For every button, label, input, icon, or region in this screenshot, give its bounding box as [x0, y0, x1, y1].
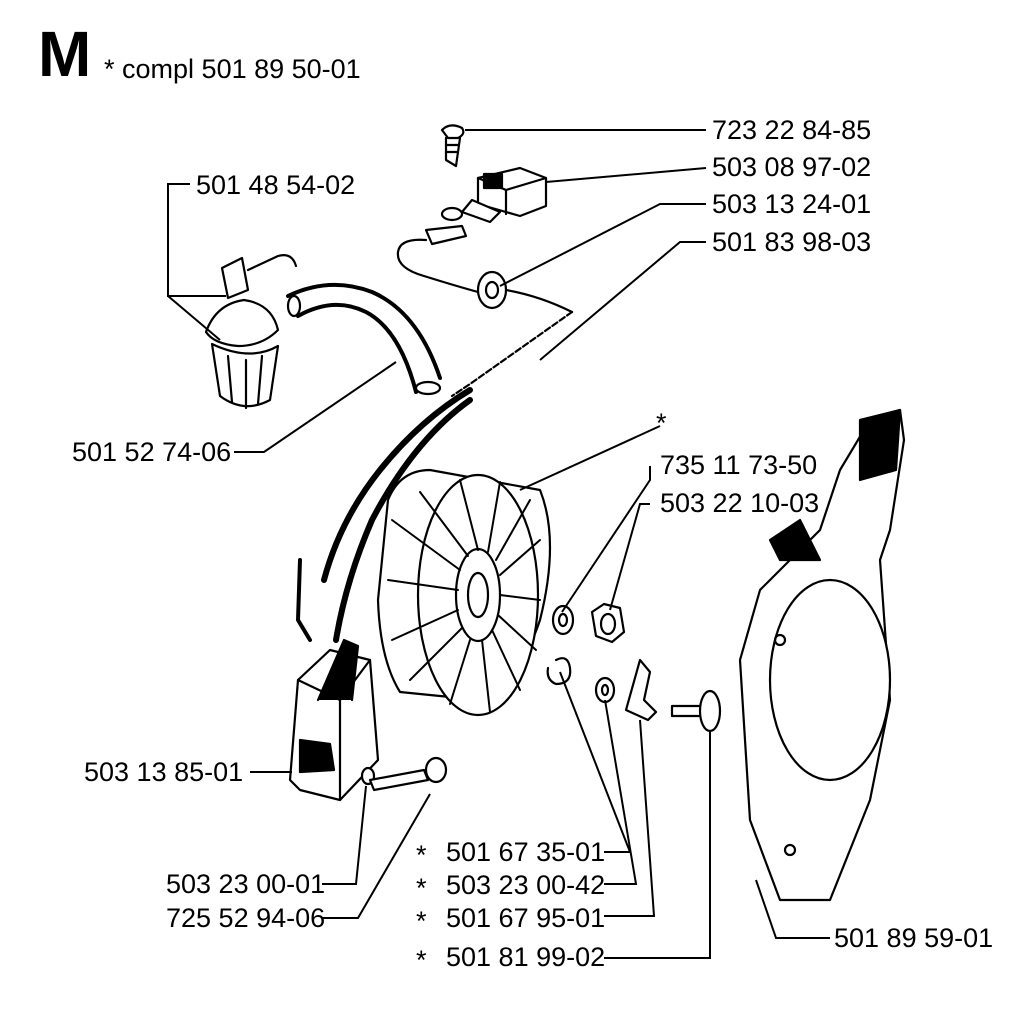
star-pawl: * — [416, 906, 427, 936]
pawl-screw-part — [670, 689, 722, 733]
label-screw-top: 723 22 84-85 — [712, 115, 872, 145]
label-cover: 501 89 59-01 — [834, 923, 994, 953]
leader-nut — [609, 503, 650, 611]
cable-part — [396, 224, 574, 398]
leader-pawl-screw — [604, 732, 711, 959]
spring-part — [546, 657, 572, 686]
leader-fuel-cap-a — [167, 183, 226, 297]
star-pawl-screw: * — [416, 945, 427, 975]
complete-kit-label: * compl 501 89 50-01 — [104, 56, 361, 83]
leader-module-washer — [322, 785, 367, 885]
leader-fuel-cap-b — [167, 295, 221, 341]
leader-cover — [755, 879, 830, 939]
module-screw-part — [368, 756, 448, 792]
leader-fuel-hose — [234, 361, 397, 453]
label-nut: 503 22 10-03 — [660, 488, 820, 518]
ignition-cable-part — [296, 387, 473, 643]
leader-washer — [561, 466, 651, 613]
small-washer-part — [594, 676, 616, 704]
label-cable-1: 503 13 24-01 — [712, 189, 872, 219]
label-ignition-module: 503 13 85-01 — [84, 757, 244, 787]
fuel-hose-part — [286, 282, 442, 396]
leader-flywheel — [519, 425, 661, 491]
screw-top-part — [440, 124, 465, 168]
cover-part — [738, 408, 906, 902]
label-pawl: 501 67 95-01 — [446, 903, 606, 933]
label-module-screw: 725 52 94-06 — [166, 903, 326, 933]
complete-kit-number: compl 501 89 50-01 — [122, 54, 361, 84]
label-washer: 735 11 73-50 — [660, 450, 818, 480]
leader-module-screw — [322, 793, 431, 919]
leader-small-washer — [604, 699, 638, 885]
label-fuel-cap: 501 48 54-02 — [196, 170, 356, 200]
nut-part — [590, 602, 626, 644]
label-small-washer: 503 23 00-42 — [446, 870, 606, 900]
section-letter: M — [38, 18, 91, 90]
leader-cable-1 — [499, 203, 706, 287]
label-fuel-hose: 501 52 74-06 — [72, 437, 232, 467]
fuel-cap-part — [204, 254, 298, 410]
flywheel-part — [376, 468, 552, 717]
ignition-module-part — [288, 638, 380, 802]
star-small-washer: * — [416, 873, 427, 903]
leader-spring — [559, 671, 632, 853]
label-spring: 501 67 35-01 — [446, 837, 606, 867]
leader-switch — [545, 167, 707, 183]
star-spring: * — [416, 840, 427, 870]
leader-pawl — [604, 719, 656, 917]
complete-kit-star: * — [104, 54, 115, 84]
label-cable-2: 501 83 98-03 — [712, 227, 872, 257]
switch-part — [440, 166, 548, 224]
washer-part — [551, 604, 575, 636]
label-switch: 503 08 97-02 — [712, 152, 872, 182]
label-flywheel-star: * — [656, 408, 667, 438]
pawl-part — [624, 658, 658, 722]
label-pawl-screw: 501 81 99-02 — [446, 942, 606, 972]
leader-cable-2 — [539, 241, 706, 361]
label-module-washer: 503 23 00-01 — [166, 869, 326, 899]
